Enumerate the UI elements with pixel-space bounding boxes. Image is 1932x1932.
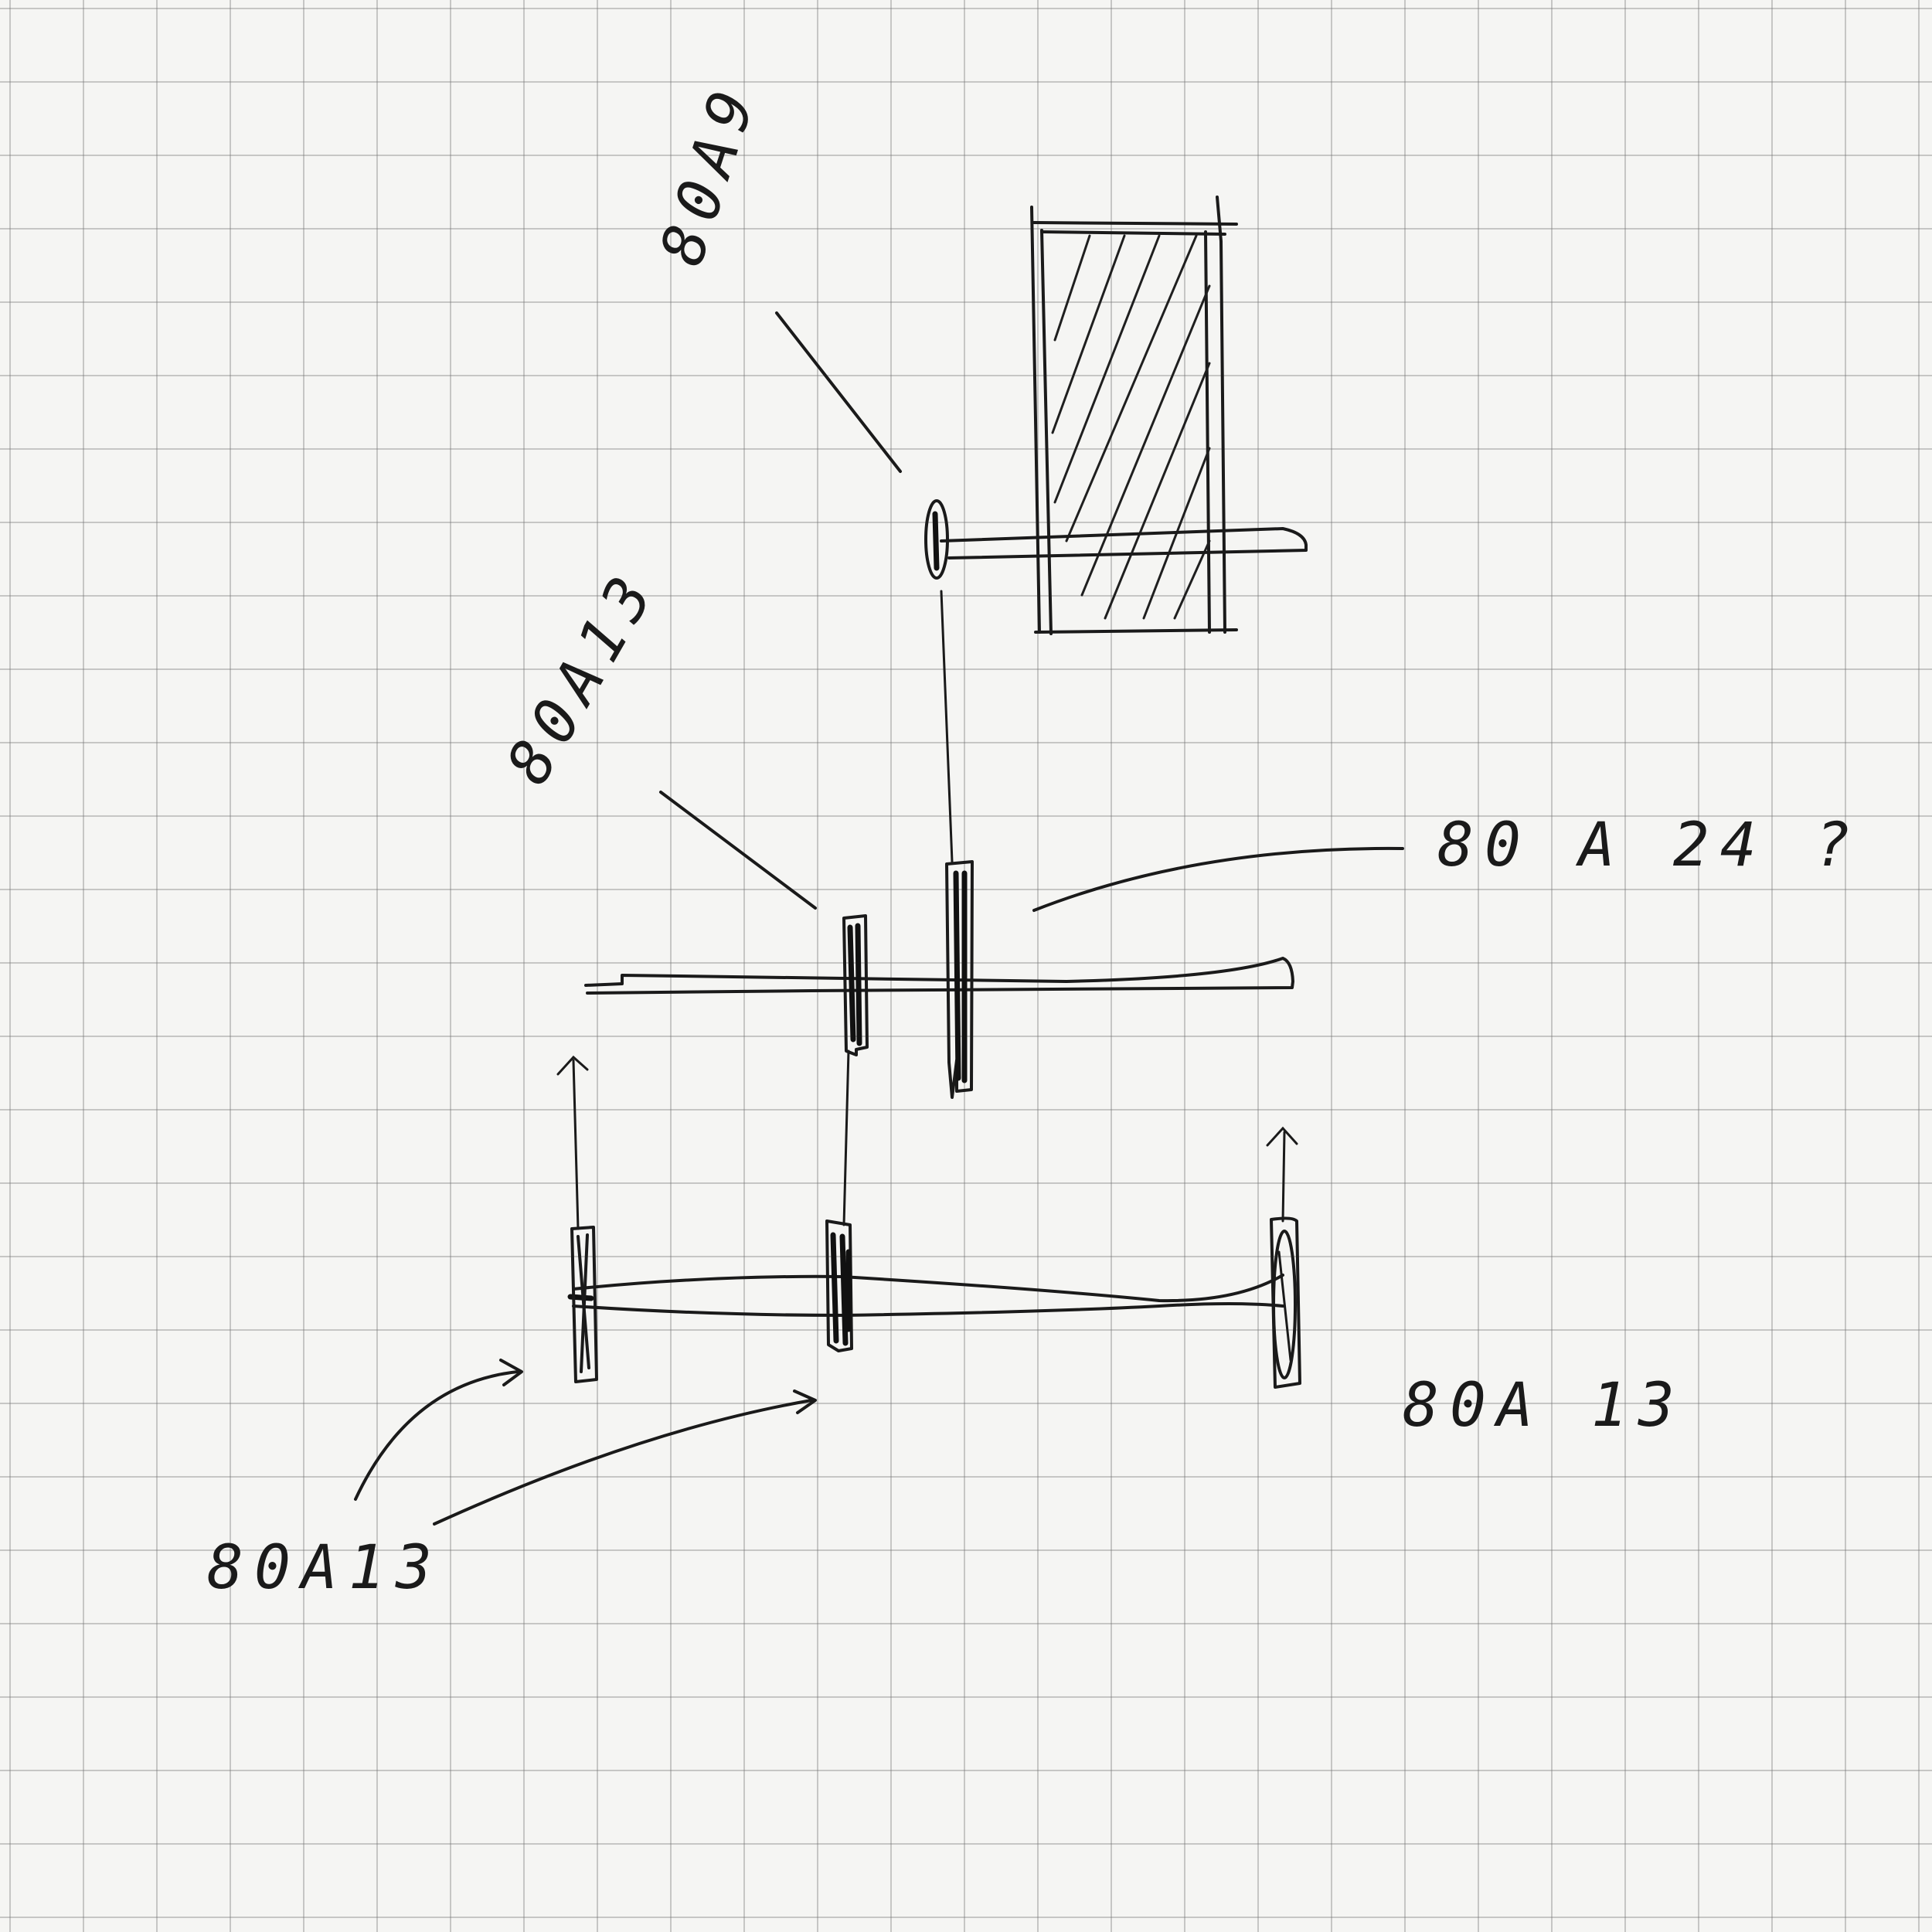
gear-80A13-upper xyxy=(842,914,869,1056)
label-80A13-upper: 80A13 xyxy=(494,557,672,796)
wheel-left xyxy=(570,1226,598,1383)
gear-80A24 xyxy=(945,860,974,1099)
leader-80A9 xyxy=(775,311,902,473)
arrow-up-right-icon xyxy=(1266,1126,1298,1223)
label-80A9: 80A9 xyxy=(647,73,771,274)
middle-shaft xyxy=(584,957,1294,995)
hatching xyxy=(1051,234,1211,620)
label-80A13-lower: 80A13 xyxy=(207,1533,443,1603)
leader-80A13-upper xyxy=(659,791,817,910)
leader-80A24 xyxy=(1032,846,1404,912)
arrow-to-left-wheel-icon xyxy=(354,1359,523,1501)
gear-80A13-bottom xyxy=(825,1219,853,1352)
belt-lower xyxy=(842,1049,850,1226)
motor-block xyxy=(940,196,1308,635)
bottom-axle xyxy=(567,1274,1284,1317)
label-80A24: 80 A 24 ? xyxy=(1437,811,1862,880)
arrow-to-center-gear-icon xyxy=(433,1389,817,1526)
wheel-right xyxy=(1270,1216,1301,1389)
belt-upper xyxy=(940,590,954,863)
label-80A13-right: 80A 13 xyxy=(1403,1371,1685,1440)
arrow-up-left-icon xyxy=(556,1055,589,1230)
pinion-80A9 xyxy=(924,499,949,580)
